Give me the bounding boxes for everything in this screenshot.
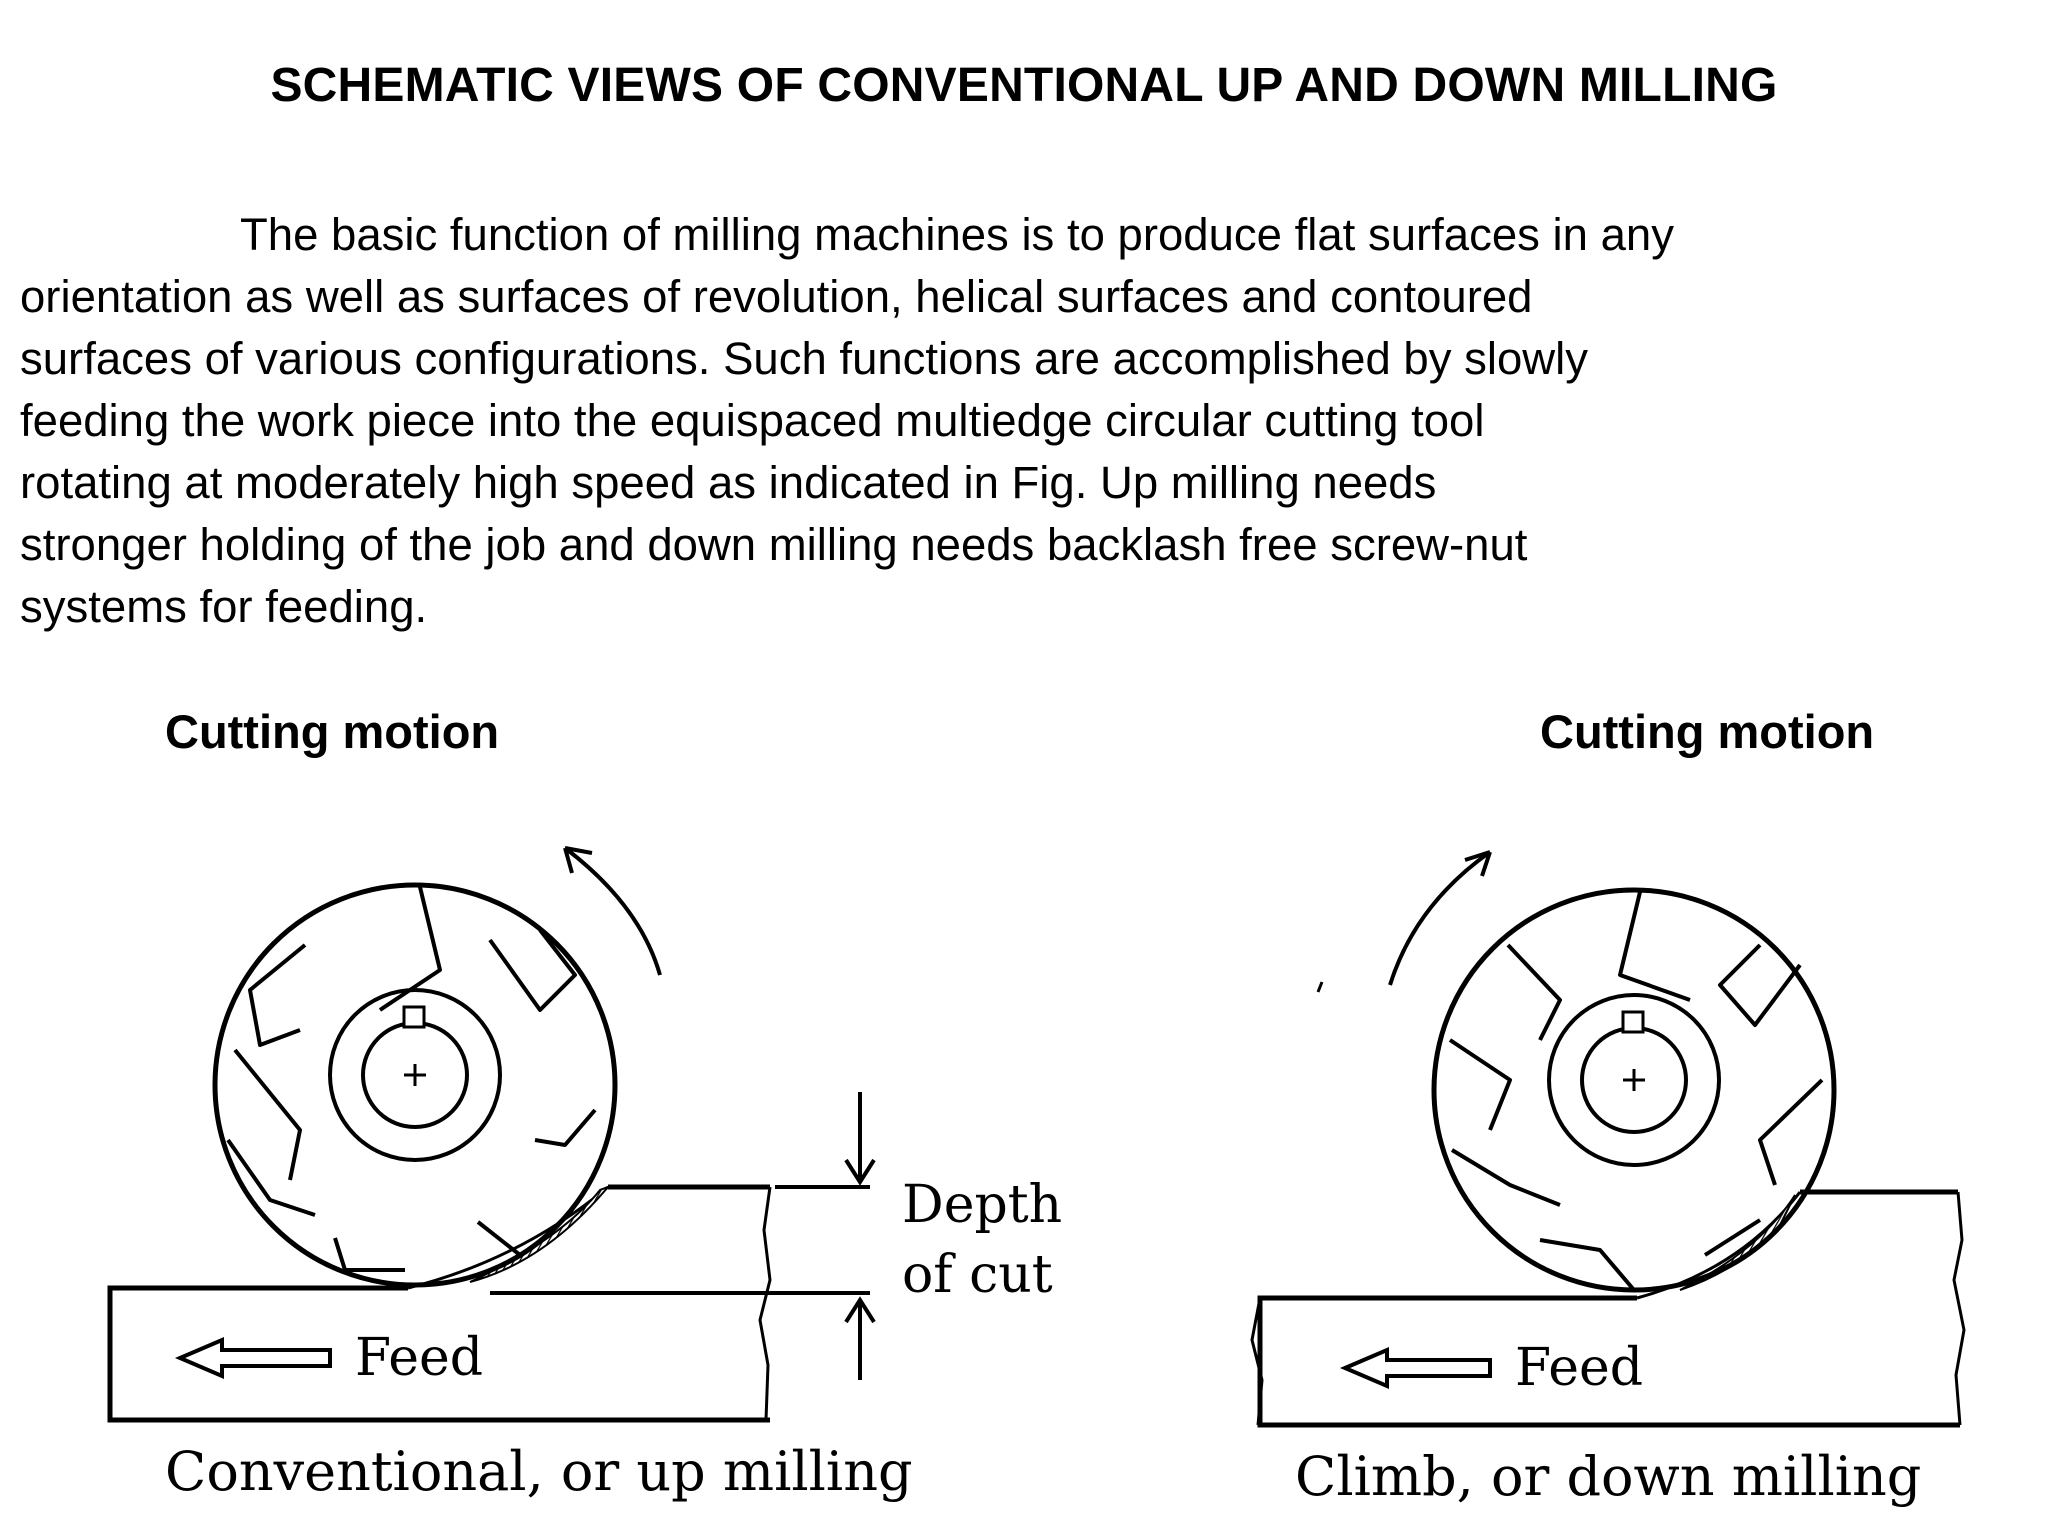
paragraph-line: feeding the work piece into the equispac… bbox=[20, 395, 1485, 446]
of-cut-label: of cut bbox=[902, 1245, 1053, 1305]
paragraph-line: systems for feeding. bbox=[20, 581, 428, 632]
up-milling-figure: Depth of cut Feed Conventional, or up mi… bbox=[107, 846, 1062, 1503]
right-feed-label: Feed bbox=[1515, 1338, 1643, 1398]
left-feed-arrow-icon bbox=[174, 1336, 332, 1380]
right-keyway-icon bbox=[1621, 1010, 1645, 1034]
left-caption: Conventional, or up milling bbox=[165, 1440, 913, 1503]
left-cutter bbox=[212, 882, 618, 1288]
page-title: SCHEMATIC VIEWS OF CONVENTIONAL UP AND D… bbox=[270, 59, 1778, 112]
left-keyway-icon bbox=[402, 1005, 426, 1029]
paragraph-line: surfaces of various configurations. Such… bbox=[20, 333, 1588, 384]
paragraph-line: orientation as well as surfaces of revol… bbox=[20, 271, 1533, 322]
down-milling-figure: Feed Climb, or down milling bbox=[1250, 850, 1966, 1508]
paragraph-line: The basic function of milling machines i… bbox=[240, 209, 1674, 260]
paragraph-line: rotating at moderately high speed as ind… bbox=[20, 457, 1437, 508]
left-feed-label: Feed bbox=[355, 1328, 483, 1388]
right-cutting-motion-heading: Cutting motion bbox=[1540, 705, 1875, 758]
left-center-cross-icon bbox=[404, 1064, 426, 1086]
depth-label: Depth bbox=[902, 1175, 1062, 1235]
right-center-cross-icon bbox=[1623, 1069, 1645, 1091]
left-cutting-motion-heading: Cutting motion bbox=[165, 705, 500, 758]
depth-of-cut-dimension bbox=[490, 1092, 876, 1380]
right-mark bbox=[1316, 981, 1324, 993]
description-paragraph: The basic function of milling machines i… bbox=[20, 204, 2030, 638]
paragraph-line: stronger holding of the job and down mil… bbox=[20, 519, 1528, 570]
right-rotation-arrow-icon bbox=[1388, 850, 1492, 986]
left-rotation-arrow-icon bbox=[563, 846, 662, 976]
right-cutter bbox=[1431, 887, 1837, 1293]
right-feed-arrow-icon bbox=[1339, 1346, 1492, 1390]
right-caption: Climb, or down milling bbox=[1295, 1445, 1921, 1508]
left-chip bbox=[469, 1184, 612, 1283]
